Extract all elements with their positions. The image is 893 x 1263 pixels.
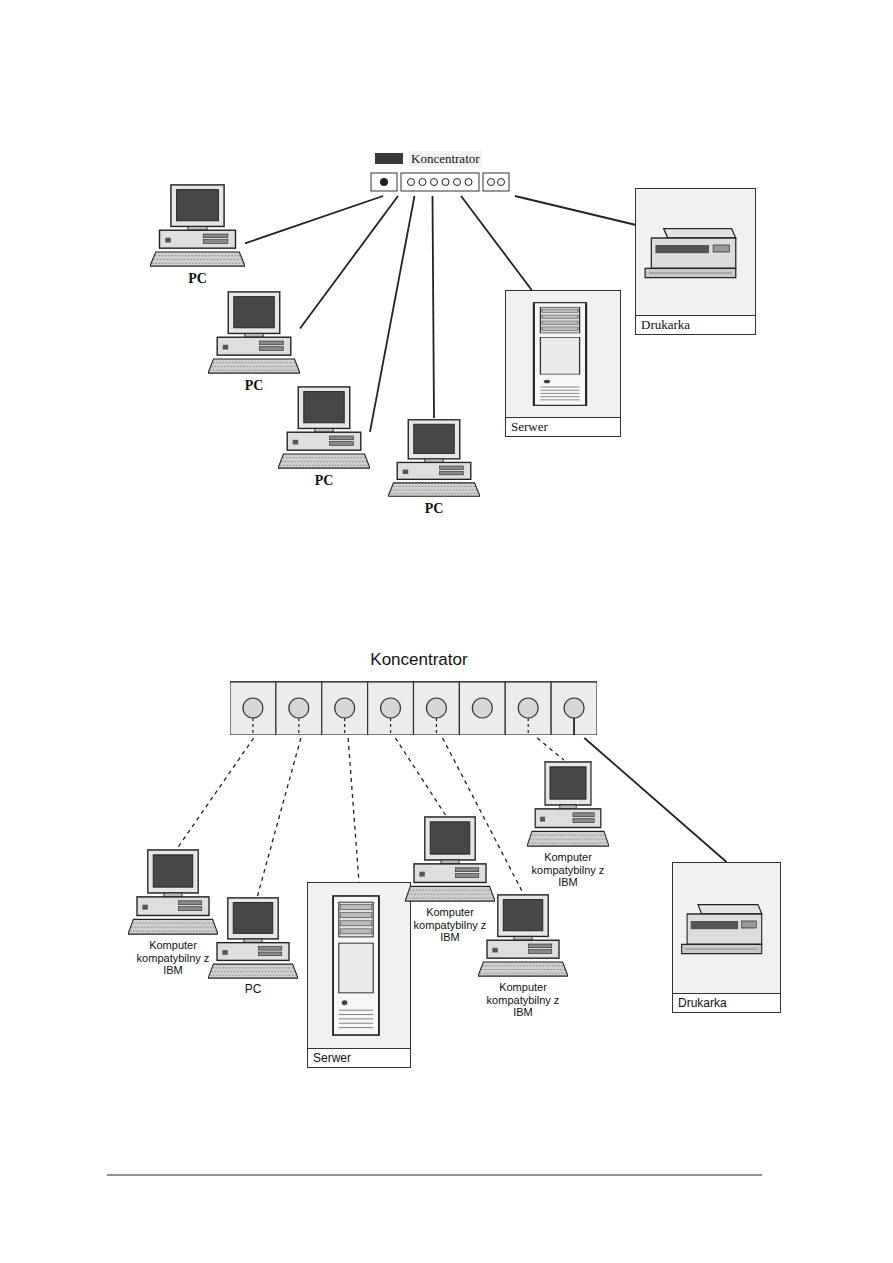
computer-node: PC	[208, 896, 298, 997]
hub-label: Koncentrator	[409, 151, 482, 167]
computer-icon	[278, 385, 370, 470]
computer-icon	[208, 290, 300, 375]
device-label: Komputer kompatybilny z IBM	[478, 981, 568, 1019]
network-cable	[258, 738, 301, 896]
network-cable	[461, 196, 532, 290]
hub-label: Koncentrator	[230, 650, 608, 670]
network-cable	[348, 738, 359, 882]
server-node: Serwer	[505, 290, 621, 437]
footer-rule	[107, 1175, 762, 1176]
computer-icon	[405, 815, 495, 903]
device-caption: Serwer	[308, 1048, 410, 1067]
computer-node: PC	[278, 385, 370, 489]
device-caption: Drukarka	[673, 993, 780, 1012]
computer-node: Komputer kompatybilny z IBM	[527, 760, 609, 889]
printer-icon	[641, 217, 744, 287]
device-caption: Drukarka	[636, 315, 755, 334]
device-label: Komputer kompatybilny z IBM	[405, 906, 495, 944]
device-caption: Serwer	[506, 417, 620, 436]
computer-icon	[150, 183, 245, 268]
network-cable	[395, 738, 445, 815]
computer-icon	[527, 760, 609, 848]
computer-icon	[478, 893, 568, 978]
printer-node: Drukarka	[672, 862, 781, 1013]
device-label: PC	[208, 983, 298, 997]
device-label: Komputer kompatybilny z IBM	[527, 851, 609, 889]
device-label: PC	[278, 473, 370, 489]
network-cable	[433, 196, 435, 418]
network-cable	[515, 196, 635, 225]
computer-icon	[208, 896, 298, 980]
device-label: PC	[208, 378, 300, 394]
hub-box: Koncentrator	[365, 143, 515, 196]
device-label: PC	[388, 501, 480, 517]
printer-node: Drukarka	[635, 188, 756, 335]
network-cable	[300, 196, 398, 329]
server-tower	[313, 891, 399, 1040]
network-cable	[537, 738, 564, 760]
computer-node: PC	[150, 183, 245, 287]
server-node: Serwer	[307, 882, 411, 1068]
computer-icon	[388, 418, 480, 498]
network-cable	[245, 196, 383, 243]
server-tower	[511, 299, 609, 409]
computer-node: PC	[388, 418, 480, 517]
computer-node: PC	[208, 290, 300, 394]
device-label: Komputer kompatybilny z IBM	[128, 939, 218, 977]
network-cable	[178, 738, 254, 848]
computer-node: Komputer kompatybilny z IBM	[128, 848, 218, 977]
computer-node: Komputer kompatybilny z IBM	[405, 815, 495, 944]
hub-box: Koncentrator	[230, 640, 608, 738]
device-label: PC	[150, 271, 245, 287]
computer-node: Komputer kompatybilny z IBM	[478, 893, 568, 1019]
computer-icon	[128, 848, 218, 936]
printer-icon	[678, 893, 769, 963]
network-cable	[370, 196, 415, 432]
